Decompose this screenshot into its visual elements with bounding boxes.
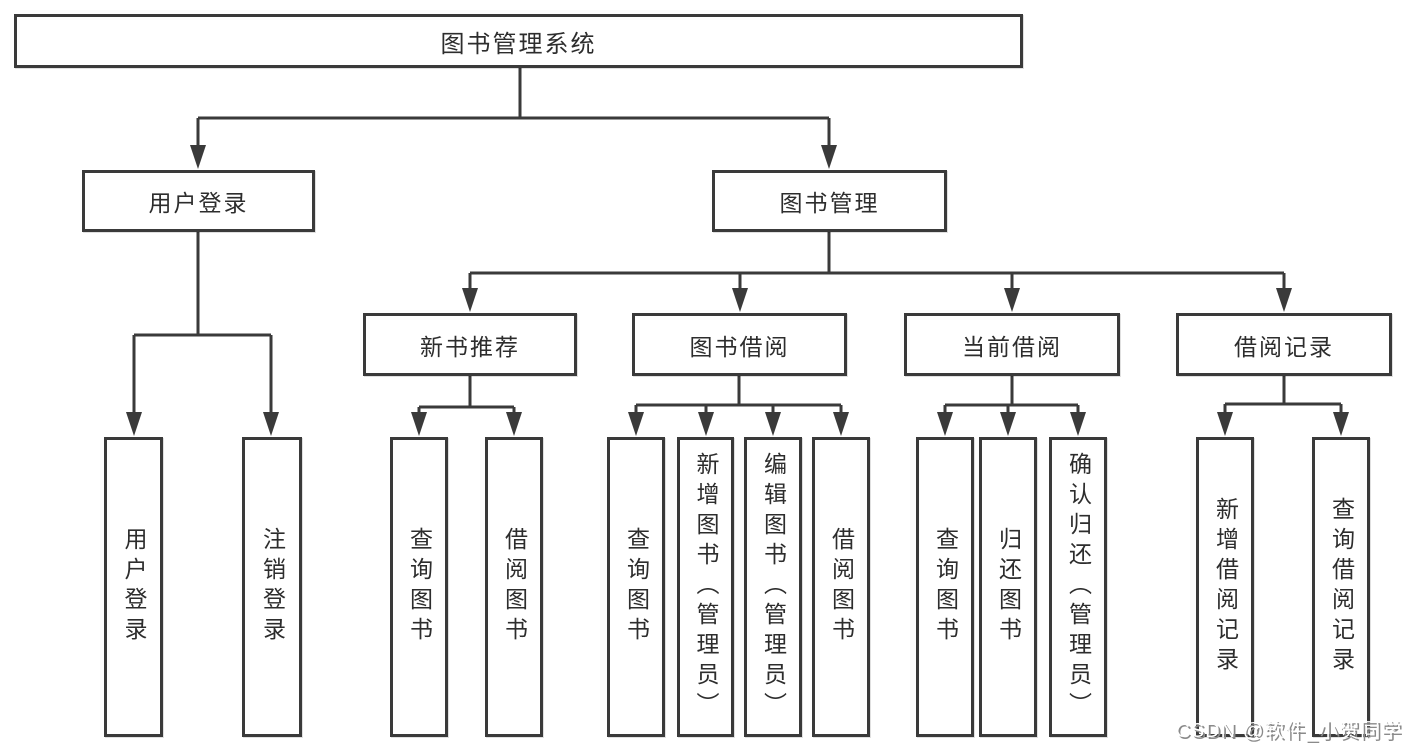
node-book-borrowing: 图书借阅: [632, 313, 847, 376]
leaf-borrow-books-recommend-label: 借阅图书: [501, 527, 528, 647]
leaf-borrow-books-borrowing: 借阅图书: [812, 437, 870, 737]
node-user-login: 用户登录: [82, 170, 315, 232]
csdn-watermark: CSDN @软件_小贺同学: [1175, 720, 1402, 742]
leaf-query-books-recommend: 查询图书: [390, 437, 448, 737]
leaf-add-books-admin: 新增图书（管理员）: [677, 437, 734, 737]
node-current-borrowing: 当前借阅: [904, 313, 1120, 376]
node-borrow-records-label: 借阅记录: [1234, 333, 1334, 360]
node-borrow-records: 借阅记录: [1176, 313, 1392, 376]
node-root-label: 图书管理系统: [440, 30, 597, 58]
leaf-add-borrow-record: 新增借阅记录: [1196, 437, 1254, 737]
leaf-query-books-current: 查询图书: [916, 437, 974, 737]
leaf-confirm-return-admin-label: 确认归还（管理员）: [1065, 452, 1092, 722]
leaf-query-books-recommend-label: 查询图书: [406, 527, 433, 647]
leaf-return-books: 归还图书: [979, 437, 1037, 737]
leaf-query-borrow-record-label: 查询借阅记录: [1328, 497, 1355, 677]
leaf-user-login-label: 用户登录: [121, 527, 147, 647]
leaf-borrow-books-borrowing-label: 借阅图书: [828, 527, 855, 647]
leaf-edit-books-admin: 编辑图书（管理员）: [744, 437, 802, 737]
leaf-query-books-current-label: 查询图书: [932, 527, 959, 647]
node-book-borrowing-label: 图书借阅: [689, 333, 790, 360]
leaf-logout: 注销登录: [242, 437, 302, 737]
leaf-query-books-borrowing-label: 查询图书: [623, 527, 650, 647]
node-book-management-label: 图书管理: [779, 190, 880, 216]
leaf-logout-label: 注销登录: [259, 527, 286, 647]
leaf-query-borrow-record: 查询借阅记录: [1312, 437, 1370, 737]
leaf-borrow-books-recommend: 借阅图书: [485, 437, 543, 737]
node-user-login-label: 用户登录: [148, 190, 249, 216]
leaf-add-borrow-record-label: 新增借阅记录: [1212, 497, 1239, 677]
leaf-user-login: 用户登录: [104, 437, 163, 737]
node-book-management: 图书管理: [712, 170, 947, 232]
leaf-confirm-return-admin: 确认归还（管理员）: [1049, 437, 1107, 737]
leaf-add-books-admin-label: 新增图书（管理员）: [693, 452, 719, 722]
node-new-book-recommend-label: 新书推荐: [420, 333, 520, 360]
leaf-return-books-label: 归还图书: [995, 527, 1022, 647]
leaf-edit-books-admin-label: 编辑图书（管理员）: [760, 452, 787, 722]
node-new-book-recommend: 新书推荐: [363, 313, 577, 376]
leaf-query-books-borrowing: 查询图书: [607, 437, 665, 737]
node-root-system: 图书管理系统: [14, 14, 1023, 68]
node-current-borrowing-label: 当前借阅: [962, 333, 1062, 360]
